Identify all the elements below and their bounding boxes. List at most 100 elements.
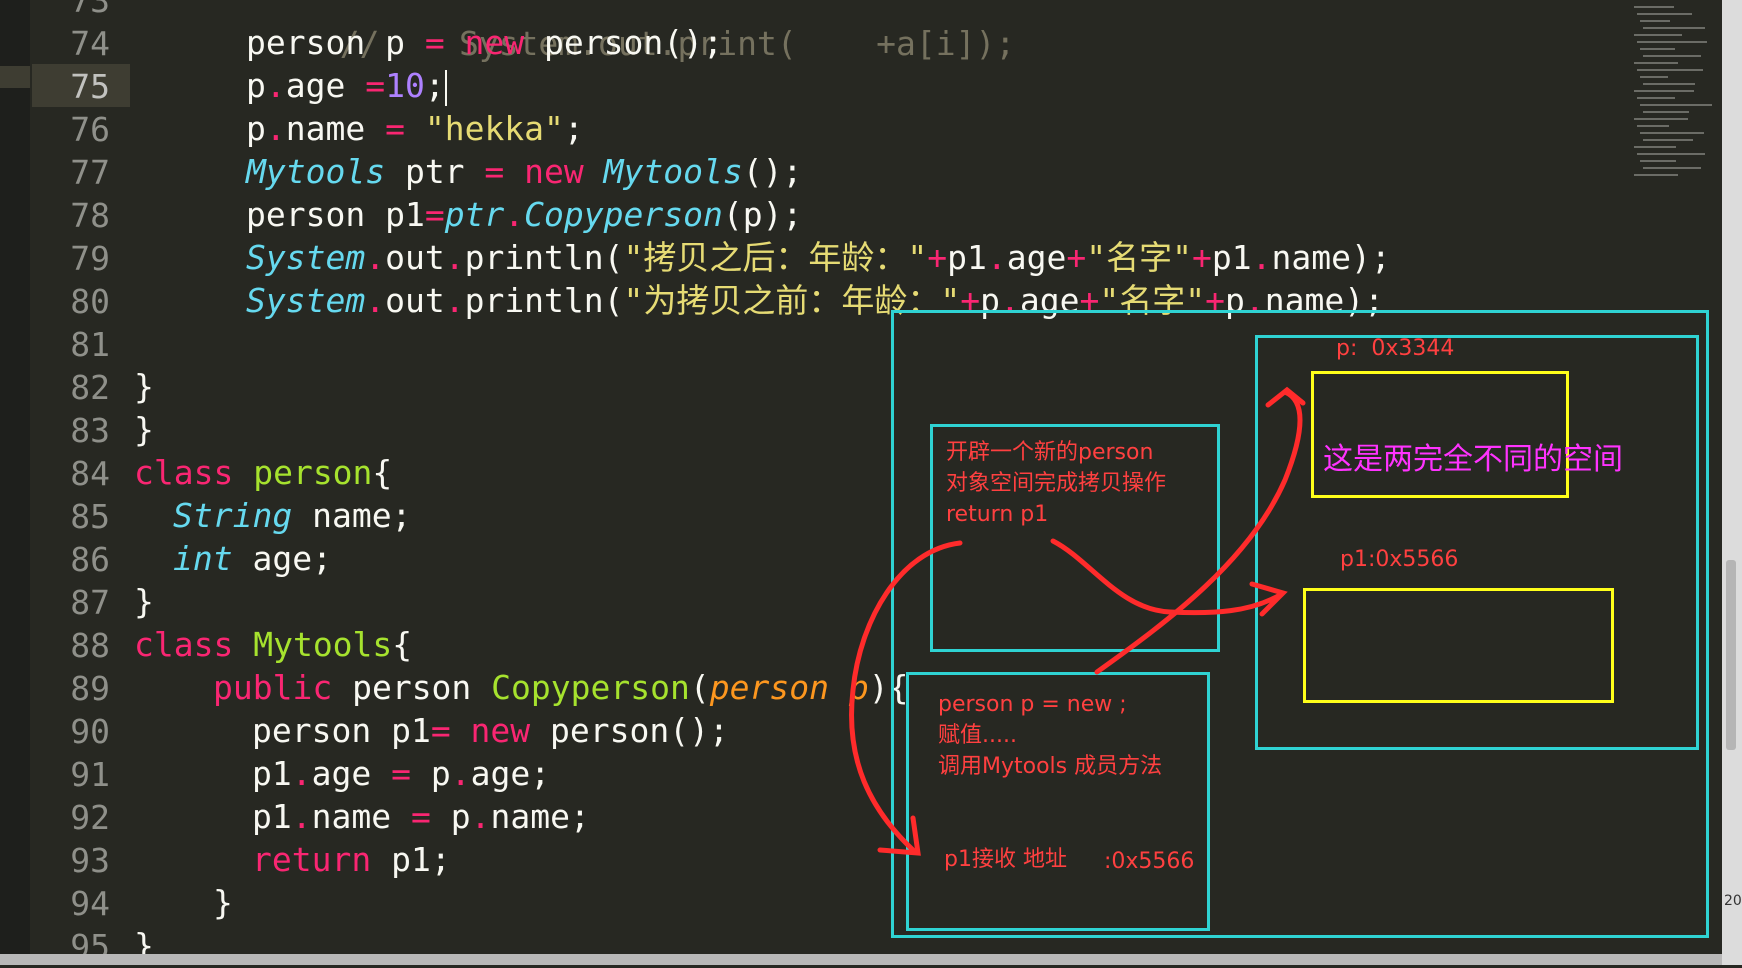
minimap-line — [1637, 153, 1705, 155]
code-line-76[interactable]: p.name = "hekka"; — [246, 107, 584, 150]
code-line-87[interactable]: } — [134, 580, 154, 623]
text-cursor — [444, 69, 447, 106]
string-token: "hekka" — [404, 109, 564, 148]
minimap[interactable] — [1630, 0, 1722, 180]
line-number: 82 — [70, 368, 110, 407]
code-token: p — [410, 754, 451, 793]
keyword-token: class — [134, 453, 234, 492]
operator-token: . — [365, 238, 386, 277]
code-token: name — [311, 797, 411, 836]
code-token: person — [332, 668, 492, 707]
code-line-75[interactable]: p.age =10; — [246, 64, 447, 107]
code-line-74[interactable]: person p = new person(); — [246, 21, 723, 64]
class-name-token: Mytools — [233, 625, 393, 664]
code-line-92[interactable]: p1.name = p.name; — [252, 795, 590, 838]
code-line-88[interactable]: class Mytools{ — [134, 623, 412, 666]
code-line-86[interactable]: int age; — [173, 537, 332, 580]
code-token: println( — [464, 281, 624, 320]
keyword-token: new — [444, 23, 525, 62]
status-bar — [0, 954, 1722, 965]
code-token: { — [372, 453, 393, 492]
code-line-90[interactable]: person p1= new person(); — [252, 709, 729, 752]
keyword-token: public — [213, 668, 333, 707]
string-token: "名字" — [1086, 238, 1193, 277]
line-number: 80 — [70, 282, 110, 321]
code-token: person p1 — [246, 195, 425, 234]
minimap-line — [1640, 160, 1676, 162]
minimap-line — [1643, 55, 1701, 57]
line-number: 75 — [70, 67, 110, 106]
code-line-82[interactable]: } — [134, 365, 154, 408]
operator-token: = — [385, 109, 405, 148]
string-token: "拷贝之后：年龄：" — [623, 238, 928, 277]
operator-token: = — [424, 195, 445, 234]
code-line-91[interactable]: p1.age = p.age; — [252, 752, 550, 795]
line-number: 91 — [70, 755, 110, 794]
code-token: age — [285, 66, 366, 105]
line-number: 78 — [70, 196, 110, 235]
code-token: (); — [742, 152, 803, 191]
code-token: age — [1019, 281, 1080, 320]
code-line-85[interactable]: String name; — [173, 494, 411, 537]
line-number: 93 — [70, 841, 110, 880]
minimap-line — [1643, 83, 1695, 85]
code-line-94[interactable]: } — [213, 881, 233, 924]
code-line-93[interactable]: return p1; — [252, 838, 451, 881]
code-token: println( — [464, 238, 624, 277]
operator-token: . — [365, 281, 386, 320]
code-token: ; — [563, 109, 584, 148]
main-method-note: person p = new ; 赋值..... 调用Mytools 成员方法 — [938, 692, 1163, 779]
keyword-token: new — [504, 152, 584, 191]
type-token: Copyperson — [524, 195, 723, 234]
side-dock: 20 — [1722, 0, 1742, 965]
code-token: p1 — [252, 754, 292, 793]
minimap-line — [1643, 111, 1689, 113]
p1-receive-address: :0x5566 — [1104, 849, 1195, 874]
dock-label: 20 — [1724, 893, 1742, 909]
code-line-79[interactable]: System.out.println("拷贝之后：年龄："+p1.age+"名字… — [246, 236, 1391, 279]
object-p1-box — [1303, 588, 1614, 703]
keyword-token: class — [134, 625, 234, 664]
minimap-line — [1634, 118, 1688, 120]
type-token: Mytools — [246, 152, 386, 191]
code-token: } — [134, 367, 154, 406]
code-line-83[interactable]: } — [134, 408, 154, 451]
code-line-89[interactable]: public person Copyperson(person p){ — [213, 666, 908, 709]
operator-token: + — [1192, 238, 1212, 277]
line-number: 81 — [70, 325, 110, 364]
operator-token: . — [986, 238, 1007, 277]
operator-token: . — [291, 754, 312, 793]
code-line-84[interactable]: class person{ — [134, 451, 392, 494]
bookmark-marker — [0, 66, 30, 88]
minimap-line — [1640, 76, 1668, 78]
object-p-box — [1311, 371, 1569, 498]
operator-token: . — [450, 754, 471, 793]
operator-token: . — [265, 66, 286, 105]
line-number: 86 — [70, 540, 110, 579]
operator-token: + — [1066, 238, 1087, 277]
minimap-line — [1640, 104, 1712, 106]
scrollbar-thumb[interactable] — [1726, 560, 1736, 750]
code-token: p1 — [1211, 238, 1252, 277]
comment: // System.out.print( +a[i]); — [339, 24, 1016, 63]
code-line-80[interactable]: System.out.println("为拷贝之前：年龄："+p.age+"名字… — [246, 279, 1384, 322]
code-token: ( — [689, 668, 710, 707]
code-token: ptr — [385, 152, 485, 191]
minimap-line — [1637, 13, 1692, 15]
type-token: ptr — [444, 195, 505, 234]
code-token: name; — [292, 496, 412, 535]
class-name-token: Copyperson — [491, 668, 690, 707]
code-token: { — [392, 625, 413, 664]
class-name-token: person — [233, 453, 373, 492]
line-number: 84 — [70, 454, 110, 493]
code-line-78[interactable]: person p1=ptr.Copyperson(p); — [246, 193, 802, 236]
operator-token: = — [410, 797, 431, 836]
minimap-line — [1643, 167, 1701, 169]
code-line-73[interactable]: // System.out.print( +a[i]); — [300, 0, 1016, 65]
code-token: } — [213, 883, 233, 922]
keyword-token: return — [252, 840, 372, 879]
code-line-77[interactable]: Mytools ptr = new Mytools(); — [246, 150, 802, 193]
minimap-line — [1634, 62, 1678, 64]
code-token: p — [430, 797, 471, 836]
minimap-line — [1640, 20, 1670, 22]
